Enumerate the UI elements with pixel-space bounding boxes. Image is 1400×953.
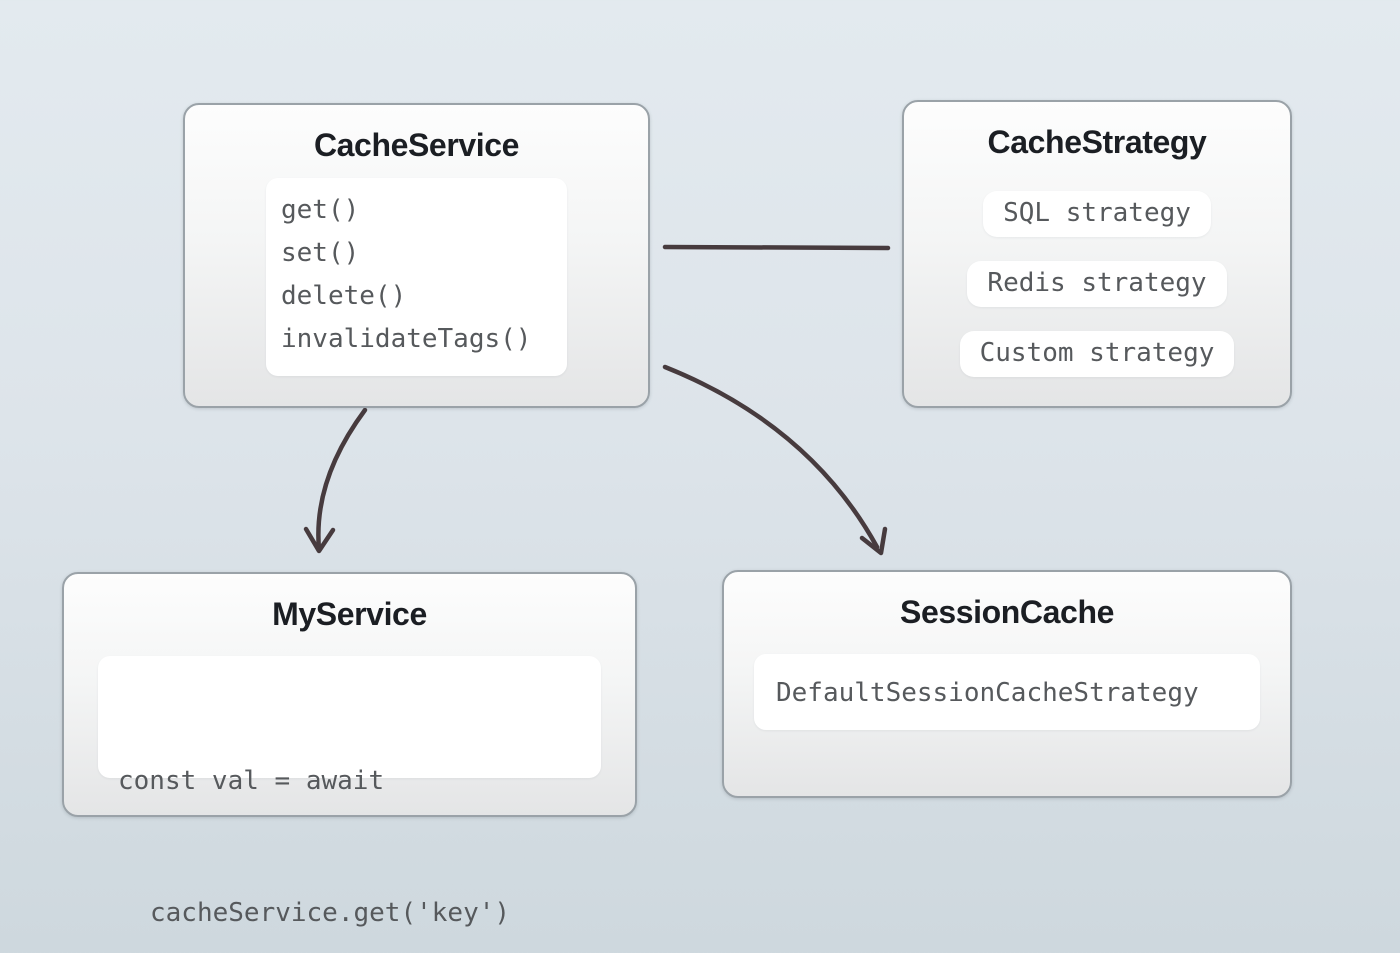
strategy-pill-stack: SQL strategy Redis strategy Custom strat…	[904, 191, 1290, 377]
node-cache-service: CacheService get() set() delete() invali…	[183, 103, 650, 408]
node-title-session-cache: SessionCache	[900, 594, 1114, 630]
pill-redis-strategy: Redis strategy	[967, 261, 1227, 307]
my-service-code-card: const val = await cacheService.get('key'…	[98, 656, 601, 928]
code-line-const-await: const val = await	[118, 766, 385, 796]
node-session-cache: SessionCache DefaultSessionCacheStrategy	[722, 570, 1292, 798]
method-delete: delete()	[281, 281, 407, 311]
code-default-session-cache-strategy: DefaultSessionCacheStrategy	[776, 678, 1199, 708]
cache-service-methods-card: get() set() delete() invalidateTags()	[266, 178, 567, 376]
node-my-service: MyService const val = await cacheService…	[62, 572, 637, 928]
pill-sql-strategy: SQL strategy	[983, 191, 1211, 237]
code-line-cacheservice-get: cacheService.get('key')	[150, 898, 511, 928]
session-cache-code-card: DefaultSessionCacheStrategy	[754, 654, 1260, 730]
node-title-cache-strategy: CacheStrategy	[987, 124, 1207, 160]
node-title-my-service: MyService	[272, 596, 427, 632]
edge-cacheservice-sessioncache	[662, 364, 880, 550]
method-get: get()	[281, 195, 360, 225]
node-title-cache-service: CacheService	[313, 127, 520, 163]
edge-cacheservice-cachestrategy	[662, 244, 891, 251]
arrowhead-myservice-icon	[303, 526, 336, 554]
arrowhead-sessioncache-icon	[859, 526, 888, 556]
pill-custom-strategy: Custom strategy	[959, 331, 1235, 377]
method-set: set()	[281, 238, 360, 268]
node-cache-strategy: CacheStrategy SQL strategy Redis strateg…	[902, 100, 1292, 408]
method-invalidate-tags: invalidateTags()	[281, 324, 532, 354]
edge-cacheservice-myservice	[316, 407, 368, 552]
